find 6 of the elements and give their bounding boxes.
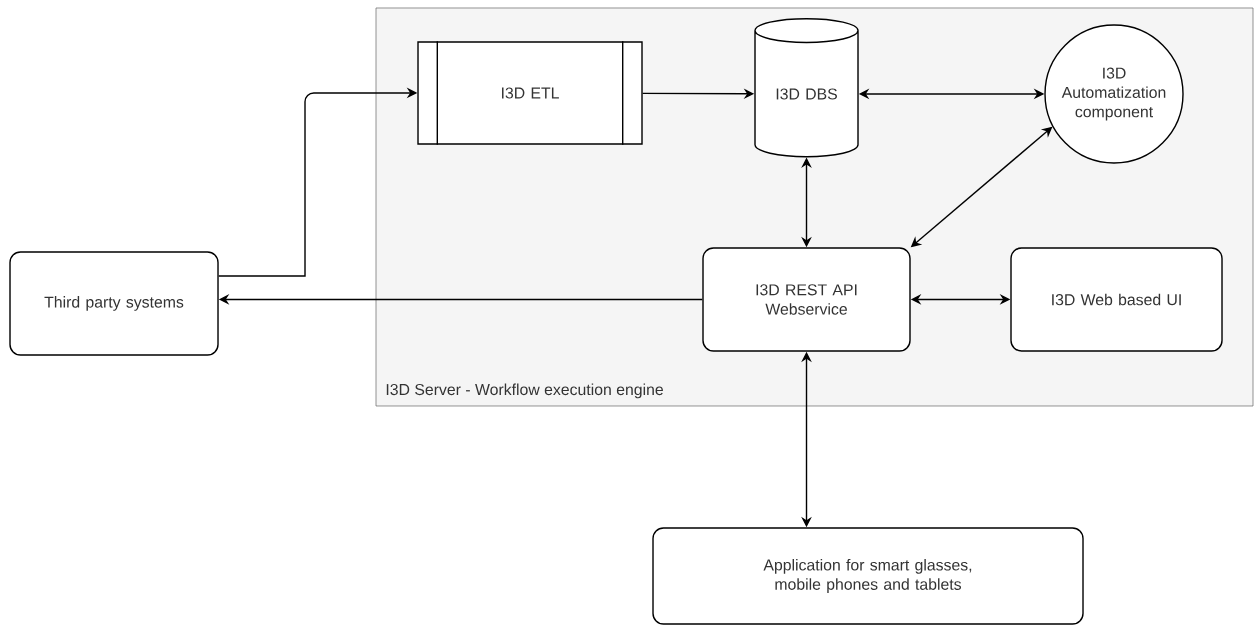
rounded-box: Application for smart glasses, mobile phones and tablets [652,527,1084,625]
rounded-box: I3D Web based UI [1010,247,1223,352]
rounded-box: Third party systems [9,251,219,356]
rounded-box: I3D REST API Webservice [702,247,911,352]
process-box: I3D ETL [417,40,643,146]
database-cylinder: I3D DBS [754,18,859,158]
